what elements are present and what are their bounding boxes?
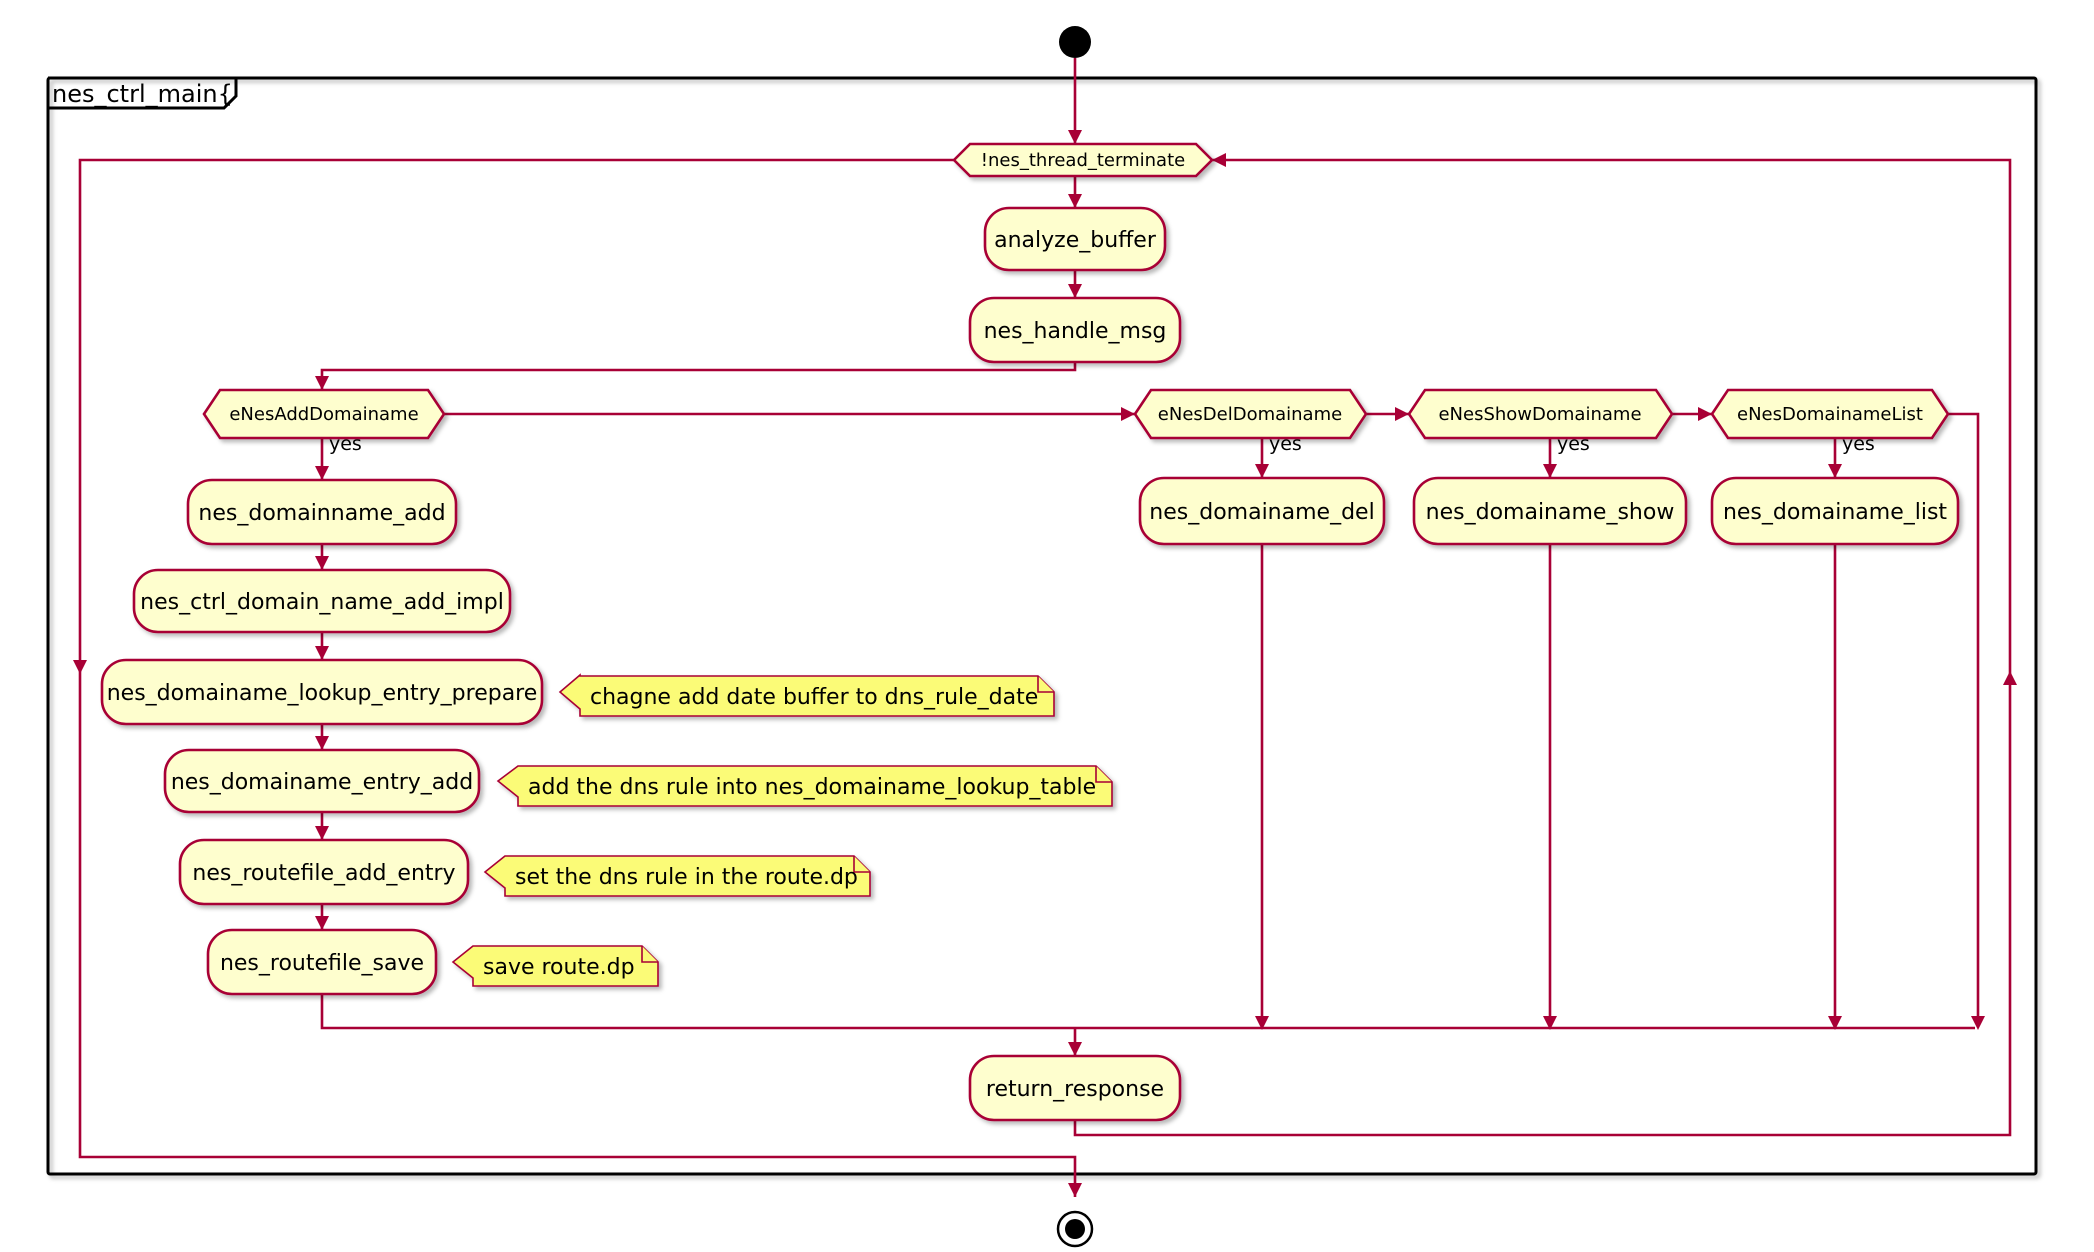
- svg-text:nes_ctrl_domain_name_add_impl: nes_ctrl_domain_name_add_impl: [140, 590, 504, 615]
- end-node: [1056, 1210, 1094, 1248]
- activity-nes-routefile-add-entry: nes_routefile_add_entry: [178, 838, 470, 906]
- activity-nes-domainame-entry-add: nes_domainame_entry_add: [163, 748, 481, 814]
- activity-nes-domainame-show: nes_domainame_show: [1412, 476, 1688, 546]
- decision-list-label: eNesDomainameList: [1737, 404, 1923, 425]
- svg-text:save route.dp: save route.dp: [483, 955, 635, 980]
- decision-del: eNesDelDomainame: [1133, 388, 1368, 440]
- svg-text:nes_domainname_add: nes_domainname_add: [198, 501, 445, 526]
- svg-text:nes_domainame_show: nes_domainame_show: [1426, 500, 1675, 525]
- svg-text:analyze_buffer: analyze_buffer: [994, 228, 1157, 253]
- note-add-entry: set the dns rule in the route.dp: [483, 855, 871, 897]
- svg-text:nes_routefile_add_entry: nes_routefile_add_entry: [192, 861, 455, 886]
- svg-text:nes_routefile_save: nes_routefile_save: [220, 951, 424, 976]
- svg-text:add the dns rule into nes_doma: add the dns rule into nes_domainame_look…: [528, 775, 1096, 800]
- loop-decision: !nes_thread_terminate: [952, 142, 1214, 178]
- decision-list: eNesDomainameList: [1710, 388, 1950, 440]
- svg-text:nes_domainame_lookup_entry_pre: nes_domainame_lookup_entry_prepare: [107, 681, 538, 706]
- decision-del-label: eNesDelDomainame: [1158, 404, 1342, 425]
- nes-ctrl-main-frame: nes_ctrl_main{: [46, 76, 2038, 1176]
- activity-analyze-buffer: analyze_buffer: [983, 206, 1167, 272]
- branch-label-add: yes: [329, 433, 362, 455]
- start-node: [1059, 26, 1091, 58]
- svg-text:chagne add date buffer to dns_: chagne add date buffer to dns_rule_date: [590, 685, 1038, 710]
- activity-nes-domainname-add: nes_domainname_add: [186, 478, 458, 546]
- branch-label-show: yes: [1557, 433, 1590, 455]
- decision-add-label: eNesAddDomainame: [229, 404, 418, 425]
- activity-nes-domainame-lookup-entry-prepare: nes_domainame_lookup_entry_prepare: [100, 658, 544, 726]
- decision-show-label: eNesShowDomainame: [1438, 404, 1641, 425]
- activity-nes-handle-msg: nes_handle_msg: [968, 296, 1182, 364]
- svg-text:nes_handle_msg: nes_handle_msg: [984, 319, 1167, 344]
- svg-text:nes_domainame_del: nes_domainame_del: [1149, 500, 1374, 525]
- loop-condition-label: !nes_thread_terminate: [981, 150, 1185, 171]
- svg-text:set the dns rule in the route.: set the dns rule in the route.dp: [515, 865, 858, 890]
- activity-nes-routefile-save: nes_routefile_save: [206, 928, 438, 996]
- decision-show: eNesShowDomainame: [1407, 388, 1674, 440]
- activity-nes-ctrl-domain-name-add-impl: nes_ctrl_domain_name_add_impl: [132, 568, 512, 634]
- note-prepare: chagne add date buffer to dns_rule_date: [558, 673, 1055, 717]
- edges: [78, 58, 2012, 1197]
- activity-nes-domainame-del: nes_domainame_del: [1138, 476, 1386, 546]
- arrowheads: [73, 130, 2017, 1197]
- activity-nes-domainame-list: nes_domainame_list: [1710, 476, 1960, 546]
- svg-text:nes_domainame_entry_add: nes_domainame_entry_add: [171, 770, 473, 795]
- branch-label-del: yes: [1269, 433, 1302, 455]
- frame-title: nes_ctrl_main{: [52, 80, 233, 108]
- note-save: save route.dp: [451, 945, 659, 987]
- activity-return-response: return_response: [968, 1054, 1182, 1122]
- branch-label-list: yes: [1842, 433, 1875, 455]
- decision-add: eNesAddDomainame: [202, 388, 446, 440]
- svg-text:return_response: return_response: [986, 1077, 1164, 1102]
- svg-text:nes_domainame_list: nes_domainame_list: [1723, 500, 1947, 525]
- note-entry-add: add the dns rule into nes_domainame_look…: [496, 765, 1113, 807]
